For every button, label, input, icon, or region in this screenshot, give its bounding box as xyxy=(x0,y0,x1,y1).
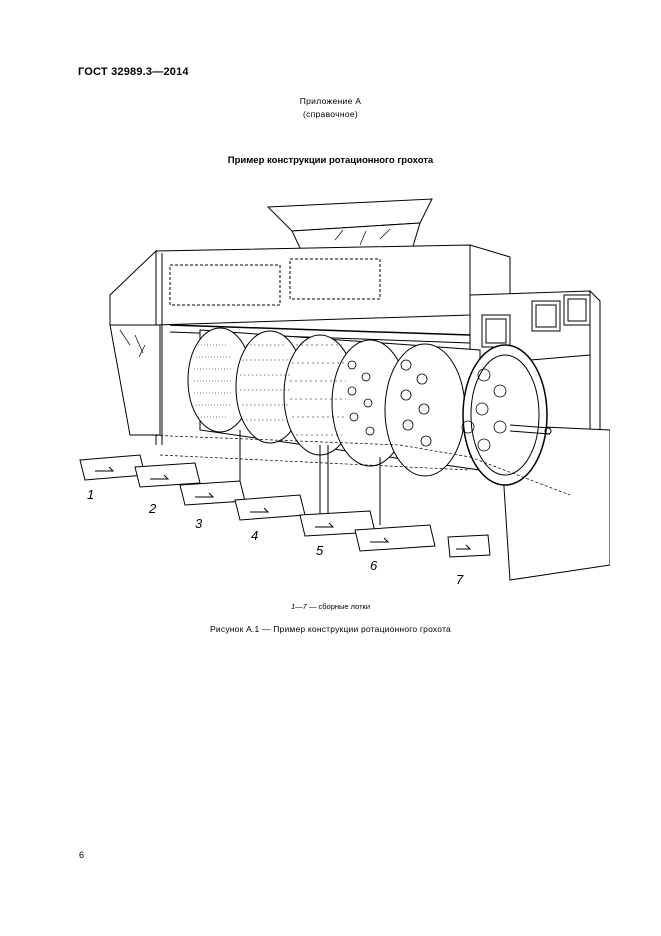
callout-3: 3 xyxy=(195,516,203,531)
figure-heading: Пример конструкции ротационного грохота xyxy=(227,155,434,166)
appendix-title: Приложение А xyxy=(299,96,362,106)
callout-6: 6 xyxy=(370,558,378,573)
collecting-trays xyxy=(79,454,491,558)
rotary-screen-illustration xyxy=(70,195,610,595)
page-number: 6 xyxy=(79,850,85,860)
feed-chute xyxy=(109,324,161,436)
document-code: ГОСТ 32989.3—2014 xyxy=(78,66,189,78)
rotary-screen-drawing xyxy=(79,198,610,581)
figure-legend: 1—7 — сборные лотки xyxy=(0,602,661,611)
callout-5: 5 xyxy=(316,543,324,558)
legend-range: 1—7 xyxy=(290,602,307,611)
callout-1: 1 xyxy=(87,487,95,502)
appendix-block: Приложение А (справочное) xyxy=(0,95,661,121)
callout-7: 7 xyxy=(456,572,464,587)
appendix-subtitle: (справочное) xyxy=(302,109,359,119)
large-holes xyxy=(347,359,507,452)
drum xyxy=(187,327,552,486)
legend-text: — сборные лотки xyxy=(306,602,371,611)
callout-2: 2 xyxy=(149,501,157,516)
perforations xyxy=(194,344,346,436)
callout-4: 4 xyxy=(251,528,259,543)
figure-caption: Рисунок А.1 — Пример конструкции ротацио… xyxy=(210,624,451,634)
